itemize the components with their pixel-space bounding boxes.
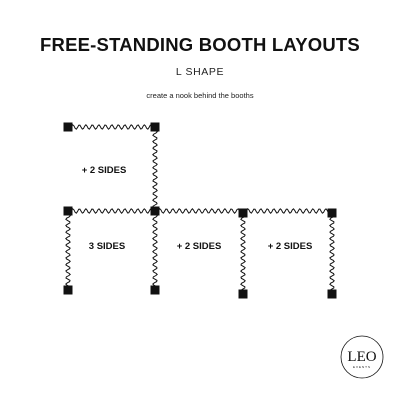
post-upper-right [150,122,160,132]
label-lower-booth-1: 3 SIDES [89,241,125,252]
wall-lower-right-3 [329,210,335,295]
label-upper-booth: + 2 SIDES [82,165,127,176]
wall-upper-top [67,124,156,130]
page-title: FREE-STANDING BOOTH LAYOUTS [40,34,360,55]
layout-subtitle: L SHAPE [175,66,225,78]
post-mid-4 [327,208,337,218]
logo-subtext: EVENTS [353,365,371,369]
post-bottom-1 [63,285,73,295]
wall-lower-top-3 [242,208,333,214]
post-bottom-4 [327,289,337,299]
wall-lower-top-1 [67,208,156,214]
post-mid-2 [150,206,160,216]
logo-wordmark: LEO [347,349,376,365]
layout-note: create a nook behind the booths [146,91,254,100]
post-mid-1 [63,206,73,216]
wall-lower-divider-2 [240,210,246,295]
post-bottom-2 [150,285,160,295]
wall-lower-divider-1 [152,210,158,291]
leo-events-logo: LEO EVENTS [340,335,384,379]
label-lower-booth-3: + 2 SIDES [268,241,313,252]
post-bottom-3 [238,289,248,299]
label-lower-booth-2: + 2 SIDES [177,241,222,252]
wall-lower-top-2 [154,208,244,214]
wall-lower-left-1 [65,210,71,291]
post-mid-3 [238,208,248,218]
booth-walls [65,124,335,295]
wall-upper-right [152,126,158,212]
booth-posts [63,122,337,299]
post-upper-left [63,122,73,132]
